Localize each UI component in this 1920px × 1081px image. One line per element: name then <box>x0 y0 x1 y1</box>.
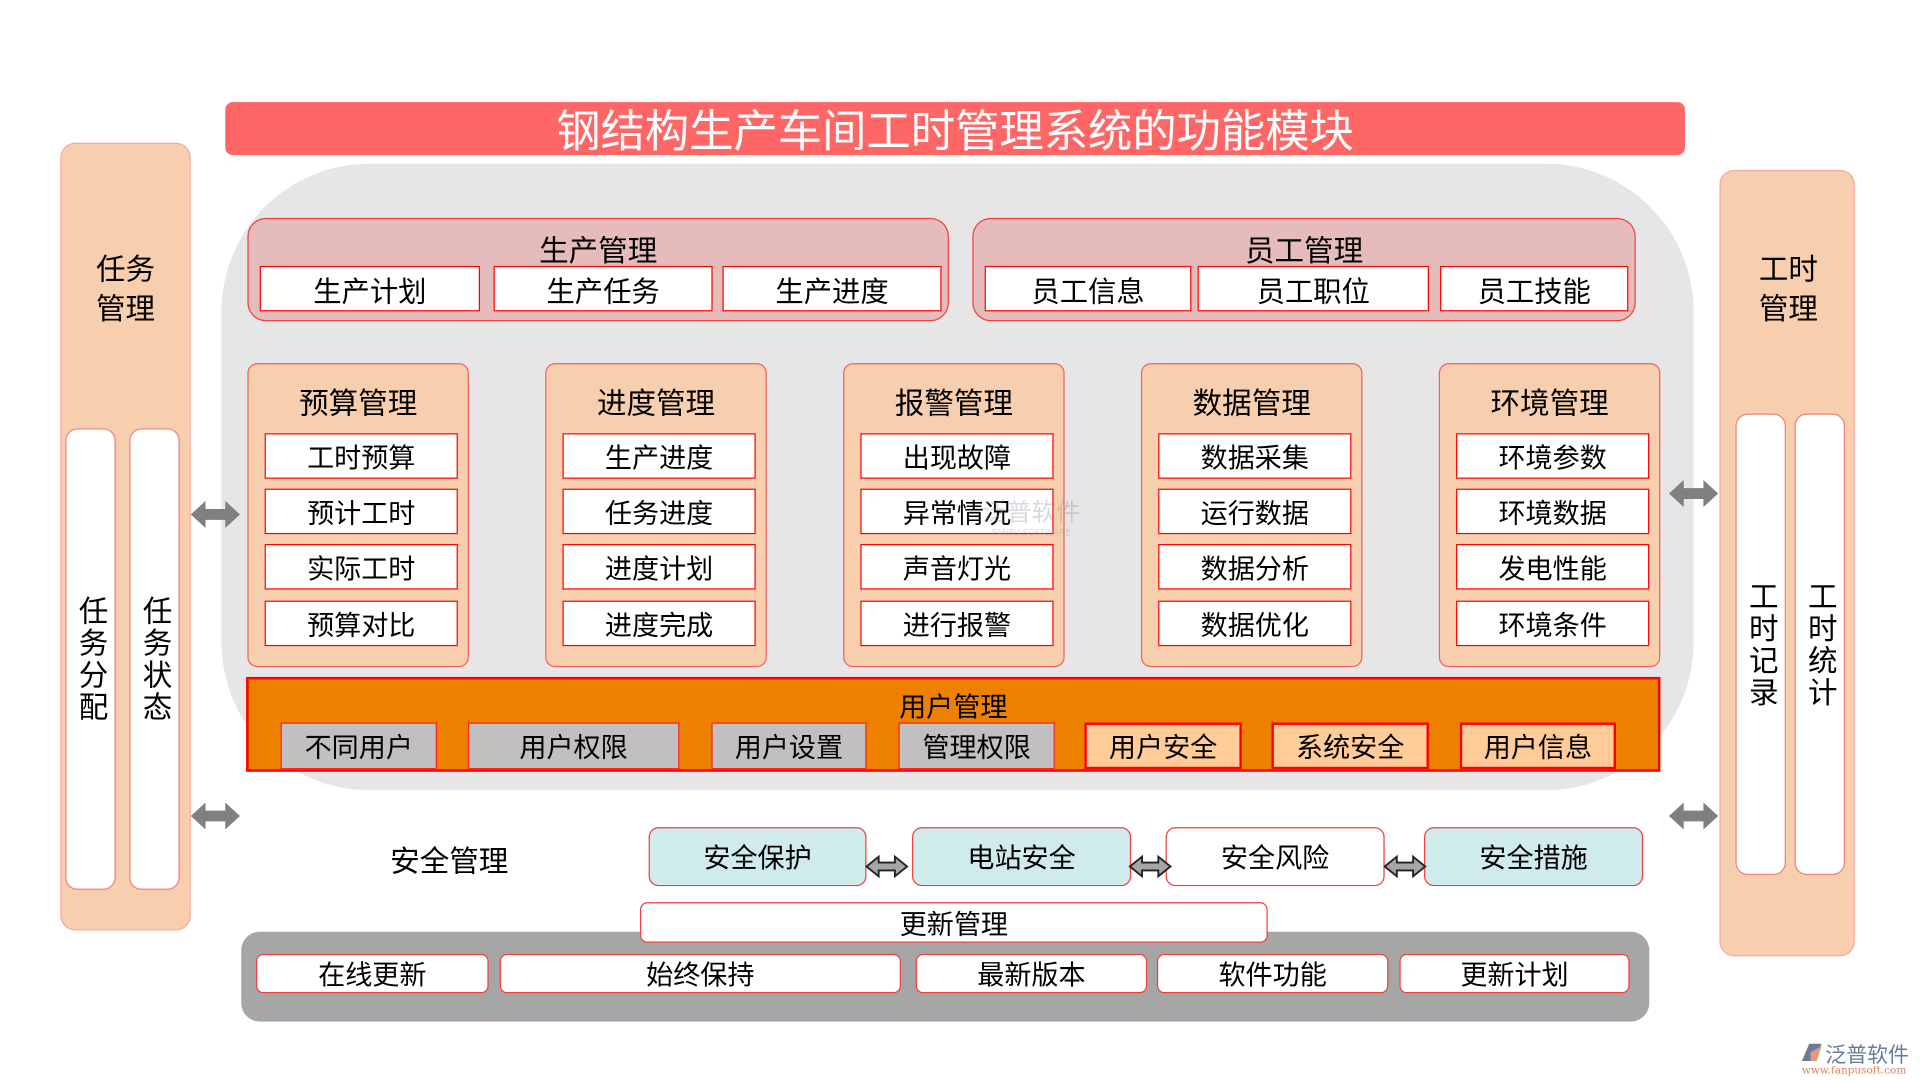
module-item: 进度完成 <box>562 600 756 647</box>
double-arrow-icon <box>1668 802 1719 830</box>
user-item: 系统安全 <box>1271 722 1429 770</box>
double-arrow-icon <box>1383 854 1427 879</box>
user-item: 用户设置 <box>711 722 867 770</box>
fanpu-logo: 泛普软件 www.fanpusoft.com <box>1799 1038 1920 1081</box>
user-item: 不同用户 <box>280 722 437 770</box>
production-item: 生产进度 <box>722 265 942 312</box>
staff-item: 员工技能 <box>1440 265 1629 312</box>
double-arrow-icon <box>190 802 241 830</box>
double-arrow-icon <box>1668 480 1719 508</box>
user-item: 管理权限 <box>898 722 1055 770</box>
task-status-box: 任务状态 <box>129 428 180 890</box>
module-item: 进度计划 <box>562 544 756 590</box>
task-management-title: 任务管理 <box>96 252 156 327</box>
staff-item: 员工信息 <box>984 265 1192 312</box>
logo-url: www.fanpusoft.com <box>1801 1064 1907 1077</box>
user-item: 用户安全 <box>1084 722 1242 770</box>
module-item: 预计工时 <box>264 488 458 535</box>
module-column-title: 环境管理 <box>1490 386 1609 421</box>
double-arrow-icon <box>1128 854 1172 879</box>
module-item: 运行数据 <box>1158 488 1352 535</box>
work-hours-panel: 工时管理 工时记录 工时统计 <box>1719 169 1855 957</box>
module-item: 实际工时 <box>264 544 458 590</box>
security-item: 电站安全 <box>912 827 1132 887</box>
security-item: 安全风险 <box>1165 827 1385 887</box>
module-item: 环境数据 <box>1456 488 1650 535</box>
security-item: 安全保护 <box>648 827 867 887</box>
update-title: 更新管理 <box>640 902 1268 943</box>
module-item: 发电性能 <box>1456 544 1650 590</box>
module-item: 异常情况 <box>860 488 1054 535</box>
module-item: 数据采集 <box>1158 433 1352 479</box>
work-hours-record-box: 工时记录 <box>1735 413 1786 876</box>
production-title: 生产管理 <box>539 233 658 269</box>
user-item: 用户信息 <box>1459 722 1617 770</box>
production-item: 生产计划 <box>259 265 481 312</box>
security-item: 安全措施 <box>1424 827 1644 887</box>
module-item: 声音灯光 <box>860 544 1054 590</box>
task-assign-box: 任务分配 <box>65 428 116 890</box>
staff-item: 员工职位 <box>1197 265 1429 312</box>
task-management-panel: 任务管理 任务分配 任务状态 <box>60 142 191 931</box>
update-item: 始终保持 <box>499 953 901 994</box>
module-column-title: 进度管理 <box>596 386 716 421</box>
module-item: 进行报警 <box>860 600 1054 647</box>
module-item: 数据分析 <box>1158 544 1352 590</box>
module-column-title: 报警管理 <box>894 386 1013 421</box>
production-item: 生产任务 <box>493 265 713 312</box>
module-column-title: 预算管理 <box>299 386 418 421</box>
update-item: 在线更新 <box>256 953 489 994</box>
logo-mark-icon <box>1801 1043 1822 1061</box>
module-item: 任务进度 <box>562 488 756 535</box>
module-item: 数据优化 <box>1158 600 1352 647</box>
security-title: 安全管理 <box>390 844 509 879</box>
module-item: 工时预算 <box>264 433 458 479</box>
staff-title: 员工管理 <box>1244 233 1364 269</box>
double-arrow-icon <box>865 854 909 879</box>
page-title: 钢结构生产车间工时管理系统的功能模块 <box>225 102 1685 156</box>
update-item: 软件功能 <box>1156 953 1389 994</box>
user-management-title: 用户管理 <box>899 692 1008 724</box>
work-hours-title: 工时管理 <box>1758 252 1818 327</box>
logo-brand: 泛普软件 <box>1825 1043 1909 1069</box>
module-item: 环境参数 <box>1456 433 1650 479</box>
work-hours-stats-box: 工时统计 <box>1794 413 1845 876</box>
update-item: 更新计划 <box>1399 953 1630 994</box>
module-item: 出现故障 <box>860 433 1054 479</box>
module-column-title: 数据管理 <box>1192 386 1311 421</box>
double-arrow-icon <box>190 500 241 529</box>
module-item: 环境条件 <box>1456 600 1650 647</box>
user-item: 用户权限 <box>467 722 680 770</box>
module-item: 生产进度 <box>562 433 756 479</box>
update-item: 最新版本 <box>915 953 1148 994</box>
module-item: 预算对比 <box>264 600 458 647</box>
